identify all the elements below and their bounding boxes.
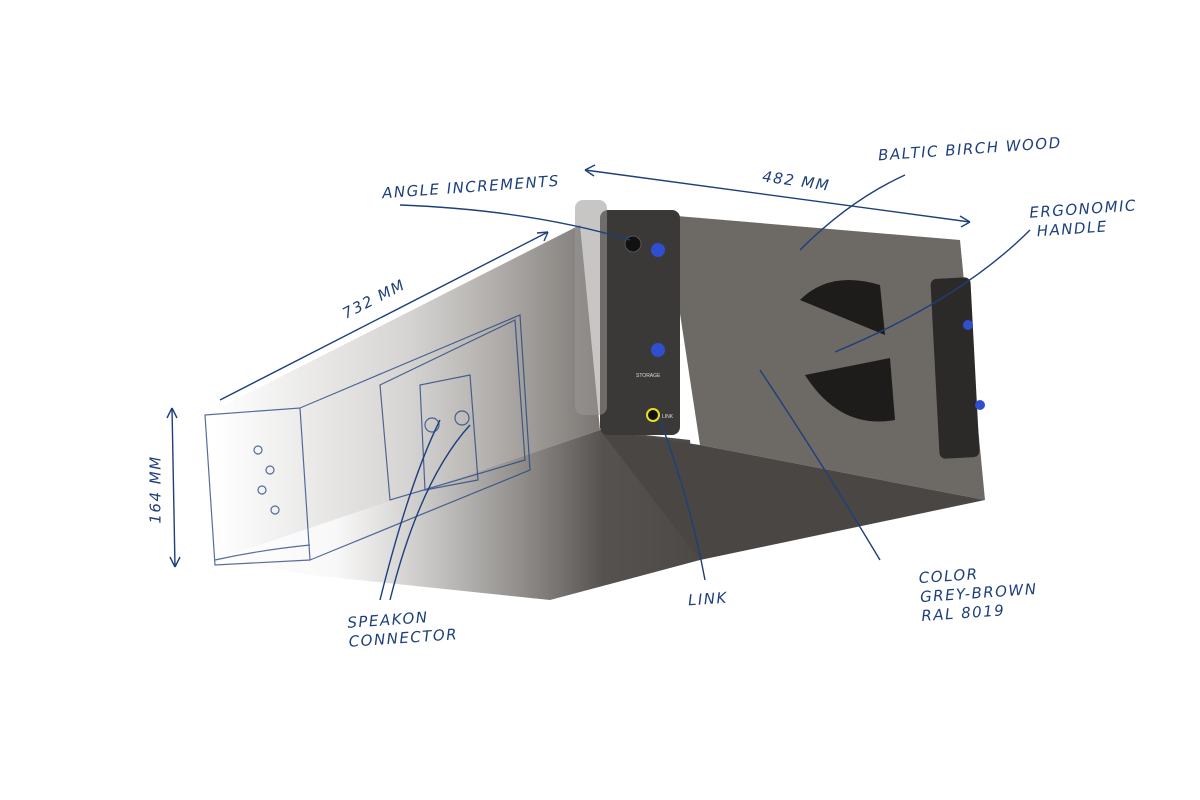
annotation-lines: [166, 164, 1031, 601]
rigging-panel: [600, 210, 680, 435]
cabinet-front: [665, 215, 985, 500]
label-ergonomic-handle: ERGONOMIC HANDLE: [1029, 196, 1139, 241]
label-color: COLOR GREY-BROWN RAL 8019: [918, 561, 1039, 626]
link-port: [646, 408, 660, 422]
sketch-lines: [204, 314, 531, 566]
label-height-164mm: 164 MM: [146, 455, 165, 524]
cabinet-bottom: [215, 430, 700, 600]
panel-storage-label: STORAGE: [636, 373, 661, 379]
knob-bottom: [651, 343, 665, 357]
handle-hole-bottom: [805, 358, 895, 422]
panel-link-label: LINK: [662, 414, 674, 420]
cabinet-side: [215, 225, 600, 560]
knob-top: [651, 243, 665, 257]
label-link: LINK: [687, 588, 729, 610]
handle-hole-top: [800, 280, 885, 335]
cabinet-underside: [600, 430, 985, 560]
label-speakon-connector: SPEAKON CONNECTOR: [347, 606, 459, 652]
